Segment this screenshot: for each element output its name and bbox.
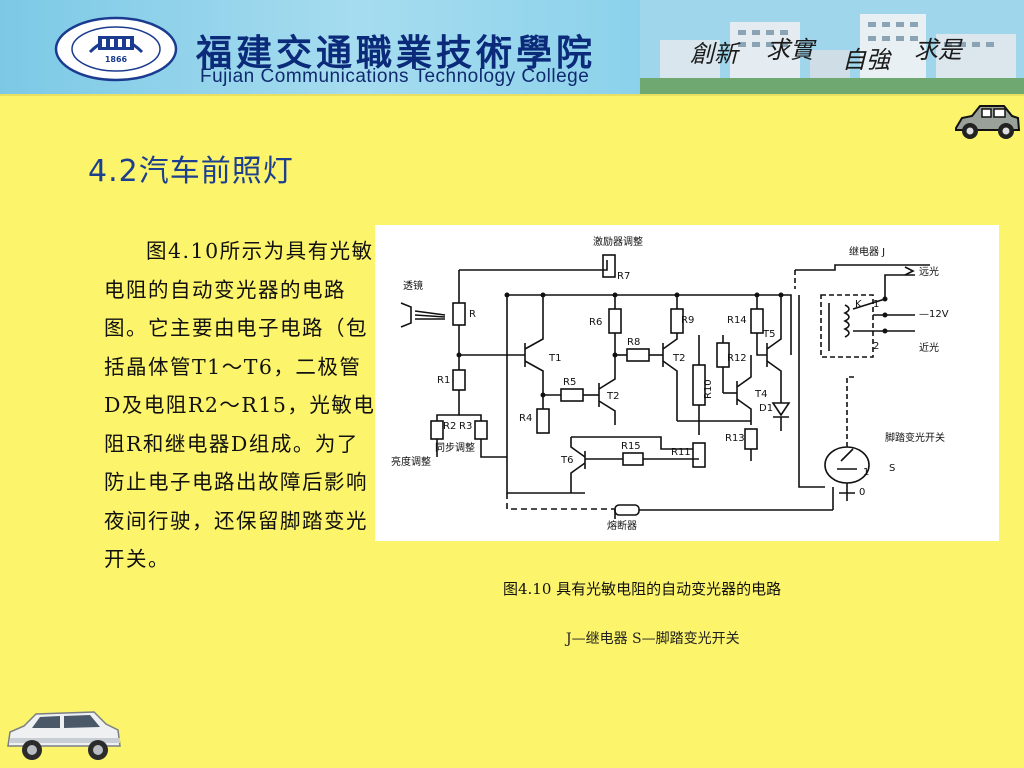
car-photo <box>7 711 121 760</box>
label-n1b: 1 <box>863 467 869 478</box>
label-R5: R5 <box>563 377 576 388</box>
label-R2: R2 <box>443 421 456 432</box>
header-banner: 1866 福建交通職業技術學院 Fujian Communications Te… <box>0 0 1024 96</box>
label-relay: 继电器 J <box>849 245 885 258</box>
label-T1: T1 <box>548 353 561 364</box>
label-brightness: 亮度调整 <box>391 455 431 468</box>
circuit-diagram: 激励器调整 R7 透镜 R R1 R2 R3 同步调整 亮度调整 T1 R4 R… <box>375 225 999 541</box>
page-title: 4.2汽车前照灯 <box>88 154 294 189</box>
label-excitation: 激励器调整 <box>593 235 643 248</box>
circuit-schematic: 激励器调整 R7 透镜 R R1 R2 R3 同步调整 亮度调整 T1 R4 R… <box>391 235 949 532</box>
label-T4: T4 <box>754 389 767 400</box>
motto-3: 自強 <box>842 46 890 74</box>
label-R8: R8 <box>627 337 640 348</box>
label-D1: D1 <box>759 403 773 414</box>
motto-4: 求是 <box>914 36 962 64</box>
college-name-cn: 福建交通職業技術學院 <box>196 32 597 74</box>
label-low-beam: 近光 <box>919 341 939 354</box>
label-R15: R15 <box>621 441 641 452</box>
figure-caption: 图4.10 具有光敏电阻的自动变光器的电路 <box>503 580 782 598</box>
label-T6: T6 <box>560 455 573 466</box>
campus-buildings-image <box>640 0 1024 94</box>
car-icon <box>955 105 1021 139</box>
label-T2b: T2 <box>672 353 685 364</box>
label-R12: R12 <box>727 353 747 364</box>
label-R10: R10 <box>703 379 714 399</box>
label-R14: R14 <box>727 315 747 326</box>
label-n1: 1 <box>873 299 879 310</box>
motto-2: 求實 <box>766 36 814 64</box>
label-n0: 0 <box>859 487 865 498</box>
motto-1: 創新 <box>690 40 738 68</box>
label-R3: R3 <box>459 421 472 432</box>
label-S: S <box>889 463 895 474</box>
label-R7: R7 <box>617 271 630 282</box>
label-R9: R9 <box>681 315 694 326</box>
label-fuse: 熔断器 <box>607 519 637 532</box>
label-lens: 透镜 <box>403 279 423 292</box>
label-R1: R1 <box>437 375 450 386</box>
college-logo: 1866 <box>54 16 178 82</box>
label-R13: R13 <box>725 433 745 444</box>
label-R: R <box>469 309 476 320</box>
label-T5: T5 <box>762 329 775 340</box>
logo-year: 1866 <box>105 55 128 64</box>
label-high-beam: 远光 <box>919 265 939 278</box>
label-R11: R11 <box>671 447 691 458</box>
label-K: K <box>855 299 862 310</box>
label-sync: 同步调整 <box>435 441 475 454</box>
label-n2: 2 <box>873 341 879 352</box>
label-T2a: T2 <box>606 391 619 402</box>
label-R4: R4 <box>519 413 532 424</box>
college-name-en: Fujian Communications Technology College <box>200 66 590 87</box>
body-paragraph: 图4.10所示为具有光敏电阻的自动变光器的电路图。它主要由电子电路（包括晶体管T… <box>104 239 376 571</box>
figure-legend: J—继电器 S—脚踏变光开关 <box>566 631 740 647</box>
label-foot-switch: 脚踏变光开关 <box>885 431 945 444</box>
label-R6: R6 <box>589 317 602 328</box>
label-voltage: —12V <box>919 309 949 320</box>
